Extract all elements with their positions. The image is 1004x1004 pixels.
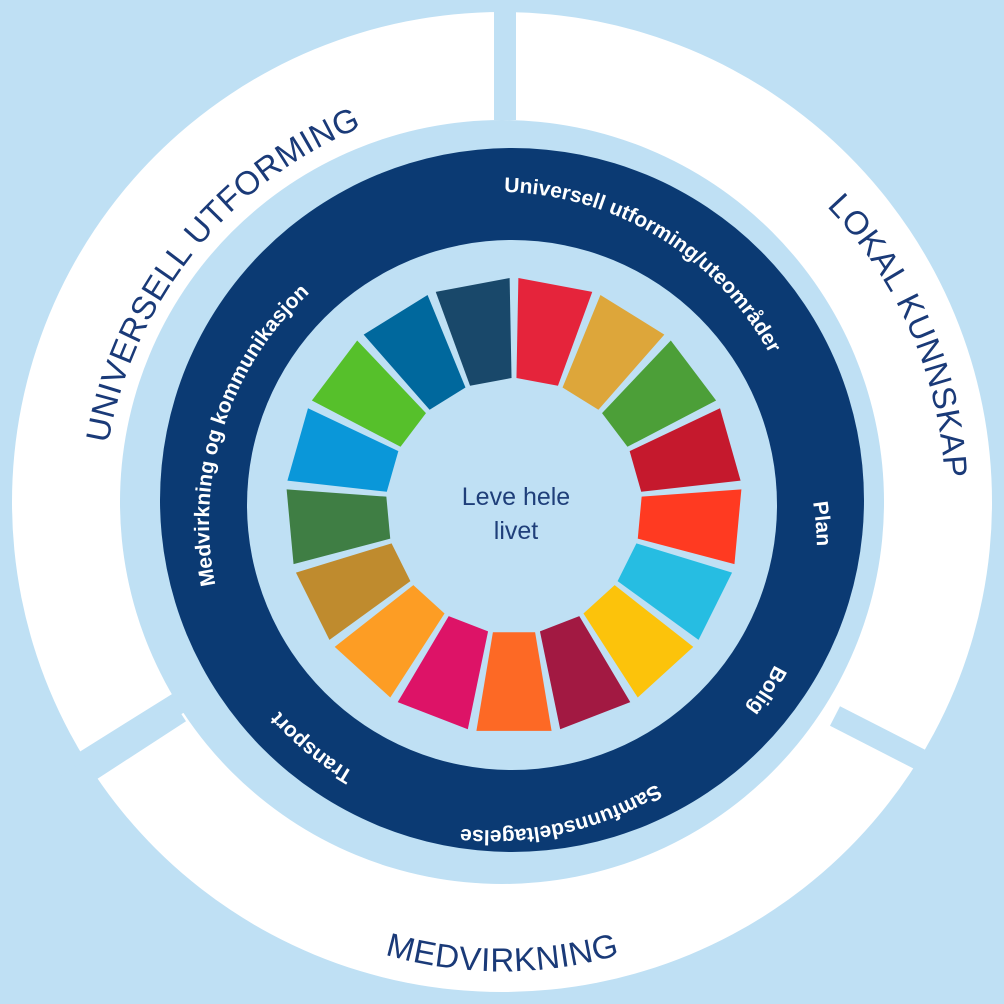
wheel-segment-4 xyxy=(629,408,741,492)
wheel-segment-2 xyxy=(562,295,665,410)
goal-wheel xyxy=(286,278,742,731)
wheel-segment-14 xyxy=(287,408,399,492)
wheel-segment-6 xyxy=(617,543,733,640)
center-title-line-2: livet xyxy=(494,517,539,545)
wheel-segment-7 xyxy=(583,585,694,698)
band-label-plan: Plan xyxy=(808,500,835,547)
wheel-segment-8 xyxy=(539,616,631,730)
wheel-segment-3 xyxy=(602,340,717,447)
wheel-segment-12 xyxy=(295,543,411,640)
wheel-segment-17 xyxy=(435,278,512,386)
wheel-segment-11 xyxy=(334,585,445,698)
wheel-segment-13 xyxy=(286,489,391,565)
wheel-segment-1 xyxy=(516,278,593,386)
wheel-segment-15 xyxy=(311,340,426,447)
wheel-segment-16 xyxy=(363,295,466,410)
wheel-segment-5 xyxy=(637,489,742,565)
center-title-line-1: Leve hele xyxy=(462,483,570,511)
wheel-segment-9 xyxy=(476,632,552,731)
wheel-segment-10 xyxy=(397,616,489,730)
